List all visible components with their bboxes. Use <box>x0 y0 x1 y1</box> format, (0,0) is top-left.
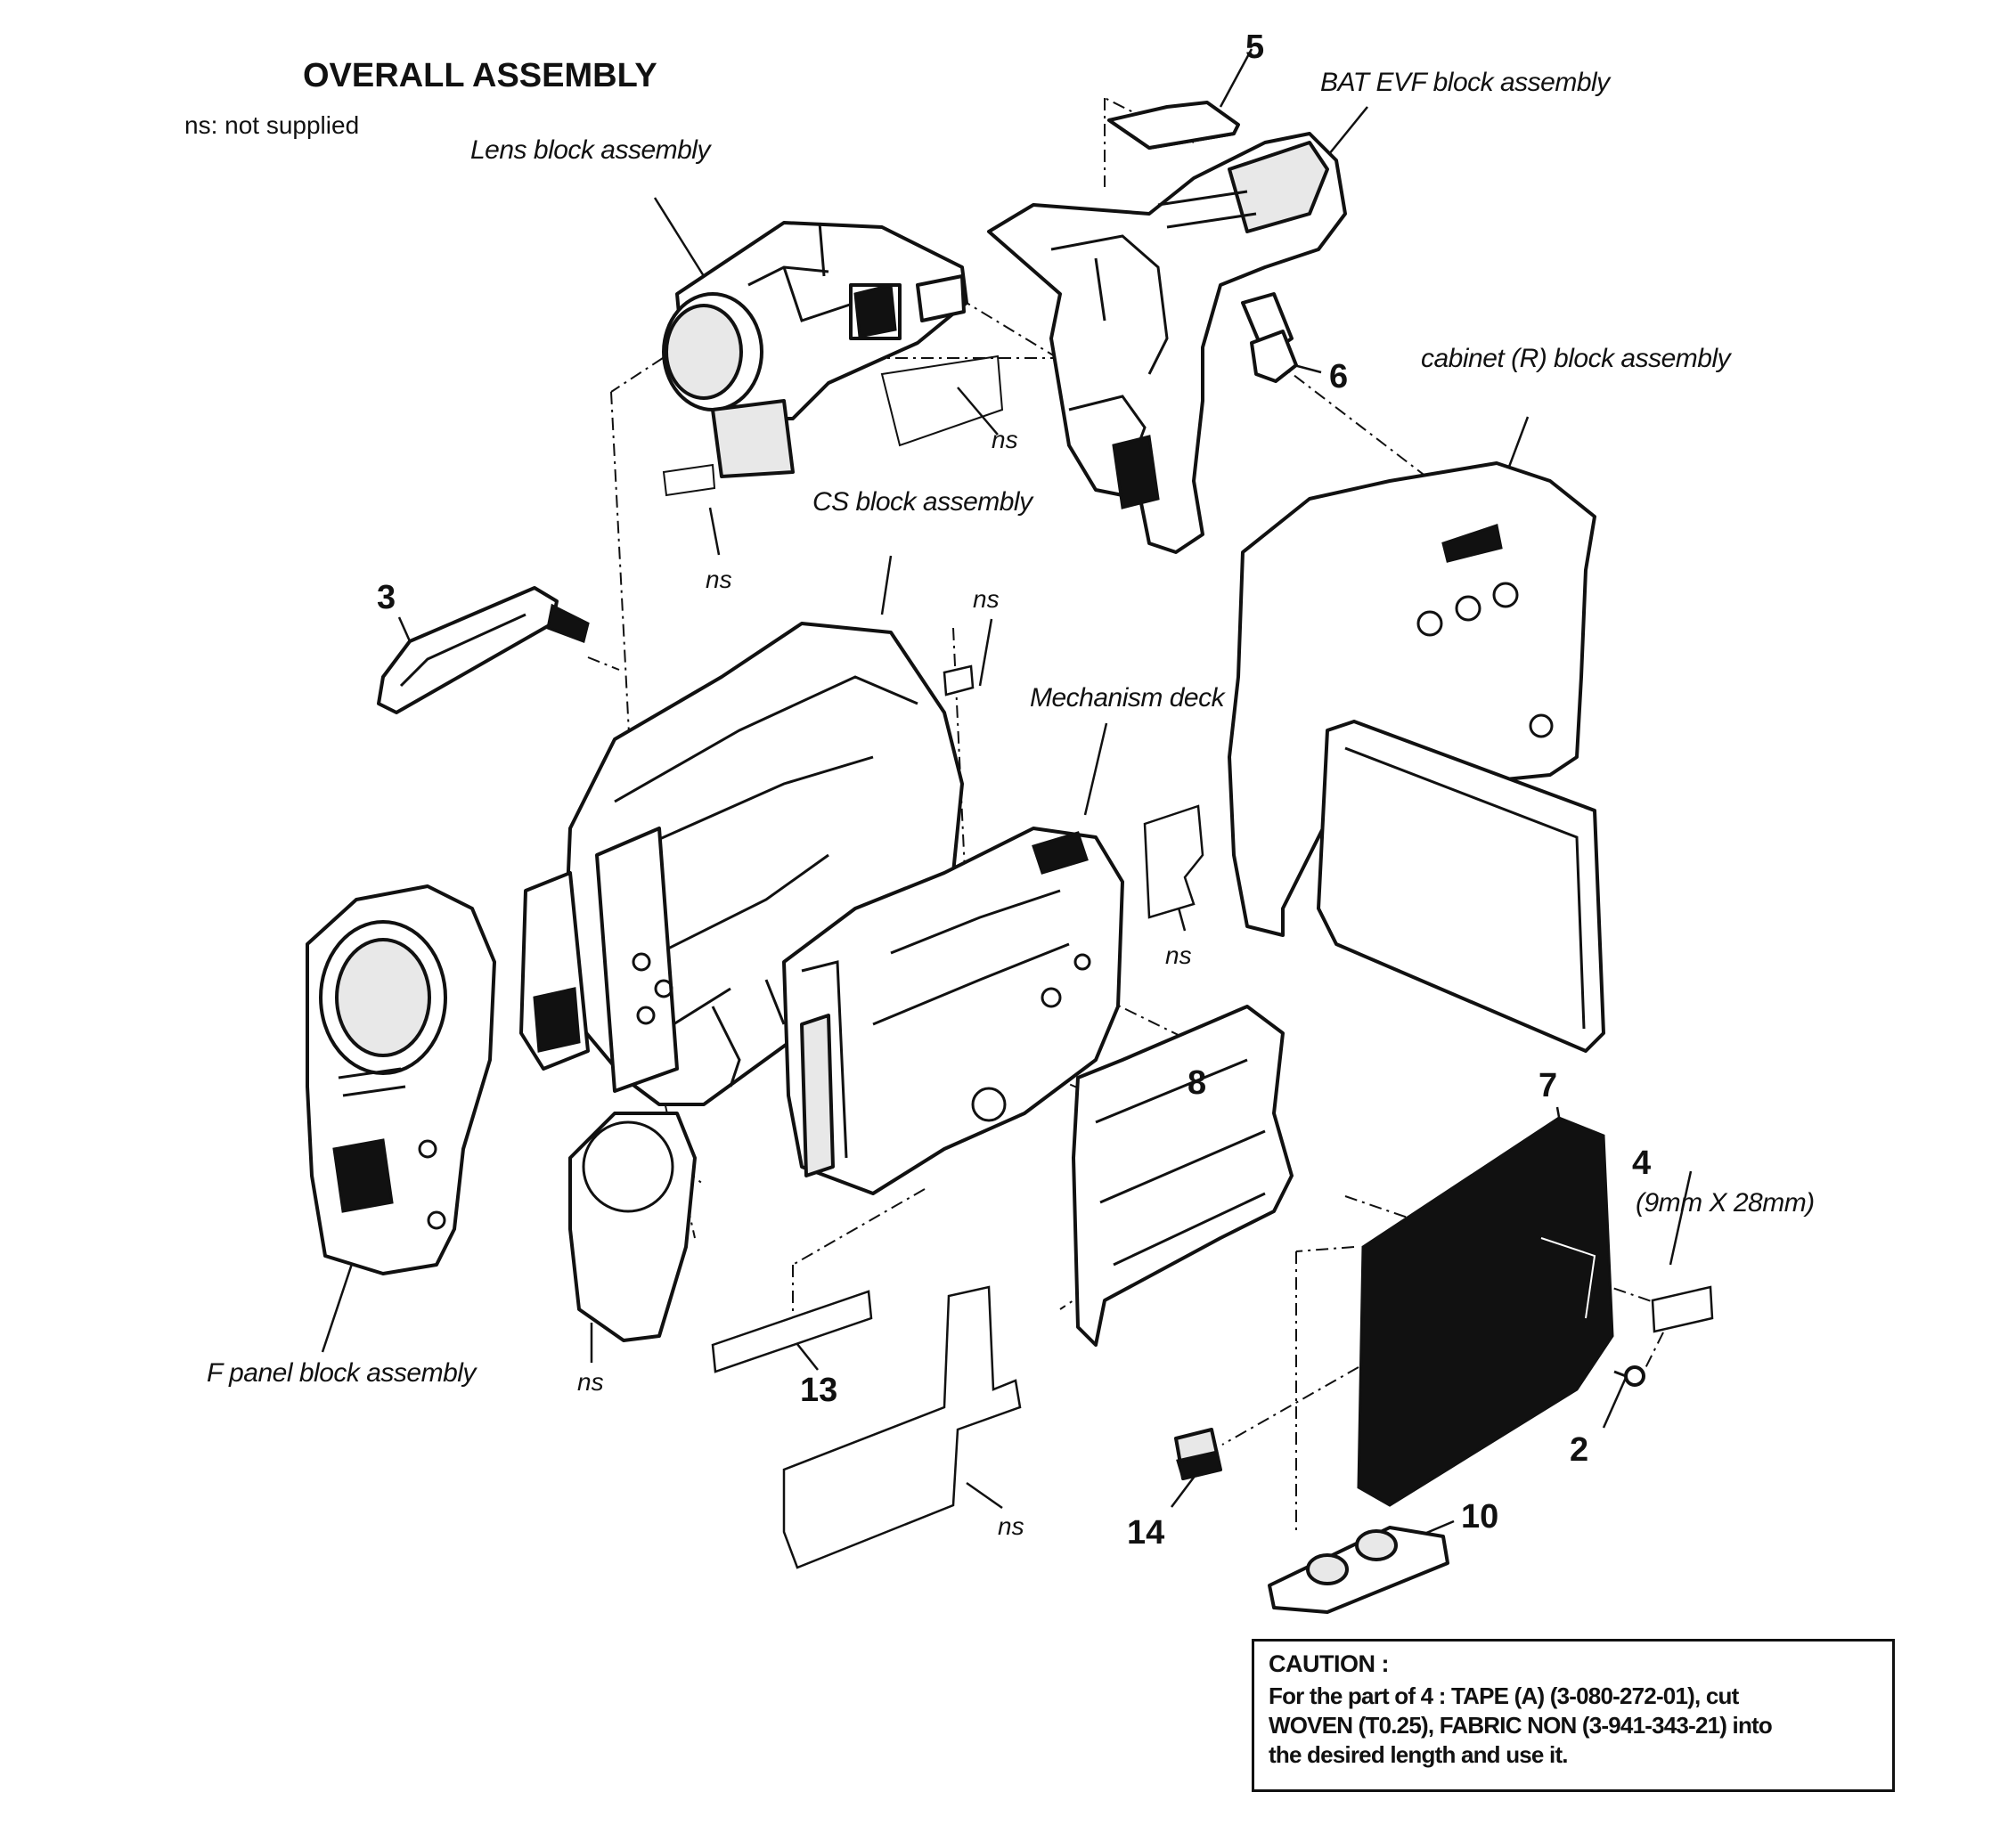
part-number-3: 3 <box>377 579 396 616</box>
label-cs-block: CS block assembly <box>812 487 1034 517</box>
front-ring-ns-part <box>568 1112 697 1342</box>
label-lens-block: Lens block assembly <box>470 135 712 165</box>
part-number-10: 10 <box>1461 1498 1498 1536</box>
ns-label-front-ring: ns <box>577 1368 604 1396</box>
part-8-frame <box>1072 1005 1294 1347</box>
part-number-8: 8 <box>1188 1064 1206 1102</box>
part-number-14: 14 <box>1127 1514 1164 1552</box>
flexible-sheets-ns <box>711 664 1204 1569</box>
caution-heading: CAUTION : <box>1269 1650 1389 1677</box>
label-f-panel-block: F panel block assembly <box>207 1358 477 1388</box>
part-number-2: 2 <box>1570 1431 1588 1469</box>
part-5-battery-cover <box>1107 101 1240 150</box>
ns-labels: ns ns ns ns ns ns <box>577 426 1192 1540</box>
caution-box: CAUTION : For the part of 4 : TAPE (A) (… <box>1252 1639 1895 1792</box>
part-number-7: 7 <box>1539 1067 1557 1104</box>
part-3-grip-strap <box>377 586 590 714</box>
part-2-screw <box>1613 1365 1645 1387</box>
ns-label-flex-board: ns <box>998 1512 1024 1540</box>
diagram-title: OVERALL ASSEMBLY <box>303 57 657 94</box>
bat-evf-block-part <box>987 103 1347 554</box>
part-number-5: 5 <box>1245 29 1264 66</box>
part-number-4: 4 <box>1632 1145 1651 1182</box>
part-4-tape <box>1651 1285 1714 1333</box>
mechanism-deck-part <box>782 827 1124 1195</box>
part-10-board <box>1268 1526 1449 1614</box>
part-number-13: 13 <box>800 1372 837 1409</box>
label-bat-evf-block: BAT EVF block assembly <box>1320 68 1612 97</box>
caution-line-2: WOVEN (T0.25), FABRIC NON (3-941-343-21)… <box>1269 1712 1773 1739</box>
f-panel-block-part <box>306 884 496 1275</box>
ns-label-lens-sheet: ns <box>992 426 1018 453</box>
part-7-shield-sheet <box>1357 1116 1614 1507</box>
part-14-connector <box>1174 1428 1222 1480</box>
ns-label-mech-sheet: ns <box>1165 941 1192 969</box>
part-4-size: (9mm X 28mm) <box>1636 1188 1815 1218</box>
label-cabinet-r-block: cabinet (R) block assembly <box>1421 344 1733 373</box>
not-supplied-note: ns: not supplied <box>184 111 359 139</box>
lens-block-part <box>662 221 1004 497</box>
cabinet-r-block-part <box>1228 461 1605 1053</box>
part-number-labels: 5 6 3 8 7 4 (9mm X 28mm) 2 10 14 13 <box>377 29 1815 1552</box>
caution-line-3: the desired length and use it. <box>1269 1741 1569 1768</box>
caution-line-1: For the part of 4 : TAPE (A) (3-080-272-… <box>1269 1682 1739 1709</box>
ns-label-lens-tape: ns <box>706 566 732 593</box>
ns-label-cs-tape: ns <box>973 585 1000 613</box>
label-mechanism-deck: Mechanism deck <box>1030 683 1227 713</box>
part-number-6: 6 <box>1329 358 1348 395</box>
part-6-bracket <box>1250 330 1298 383</box>
